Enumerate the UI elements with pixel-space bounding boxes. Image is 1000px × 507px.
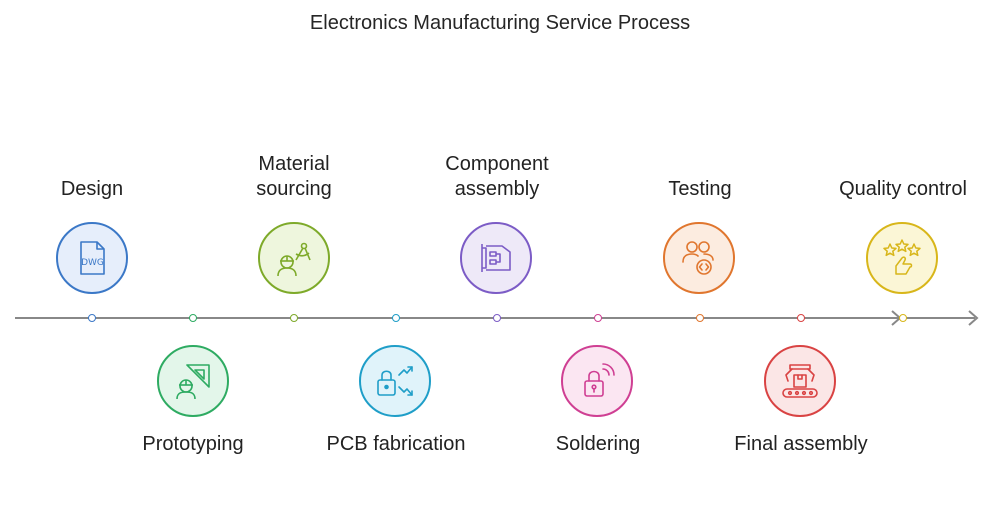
dwg-file-icon: DWG [56,222,128,294]
step-label: Design [60,178,124,200]
step-label: Material sourcing [256,153,332,200]
users-code-icon [663,222,735,294]
step-label: Prototyping [142,433,244,455]
timeline-dot [290,314,298,322]
engineer-triangle-icon [157,345,229,417]
lock-signal-icon [561,345,633,417]
engineer-compass-icon [258,222,330,294]
step-label: Component assembly [445,153,549,200]
timeline-dot [493,314,501,322]
timeline-dot [594,314,602,322]
step-label: PCB fabrication [326,433,466,455]
timeline-dot [189,314,197,322]
diagram-title: Electronics Manufacturing Service Proces… [309,12,691,34]
stars-hand-icon [866,222,938,294]
step-label: Quality control [839,178,967,200]
timeline-dot [899,314,907,322]
timeline-dot [392,314,400,322]
lock-arrows-icon [359,345,431,417]
step-label: Final assembly [734,433,868,455]
circuit-component-icon [460,222,532,294]
timeline-dot [88,314,96,322]
robot-conveyor-icon [764,345,836,417]
svg-text:DWG: DWG [81,258,104,268]
timeline-dot [797,314,805,322]
timeline-dot [696,314,704,322]
timeline-arrow-head [968,310,979,326]
step-label: Soldering [555,433,641,455]
step-label: Testing [668,178,732,200]
